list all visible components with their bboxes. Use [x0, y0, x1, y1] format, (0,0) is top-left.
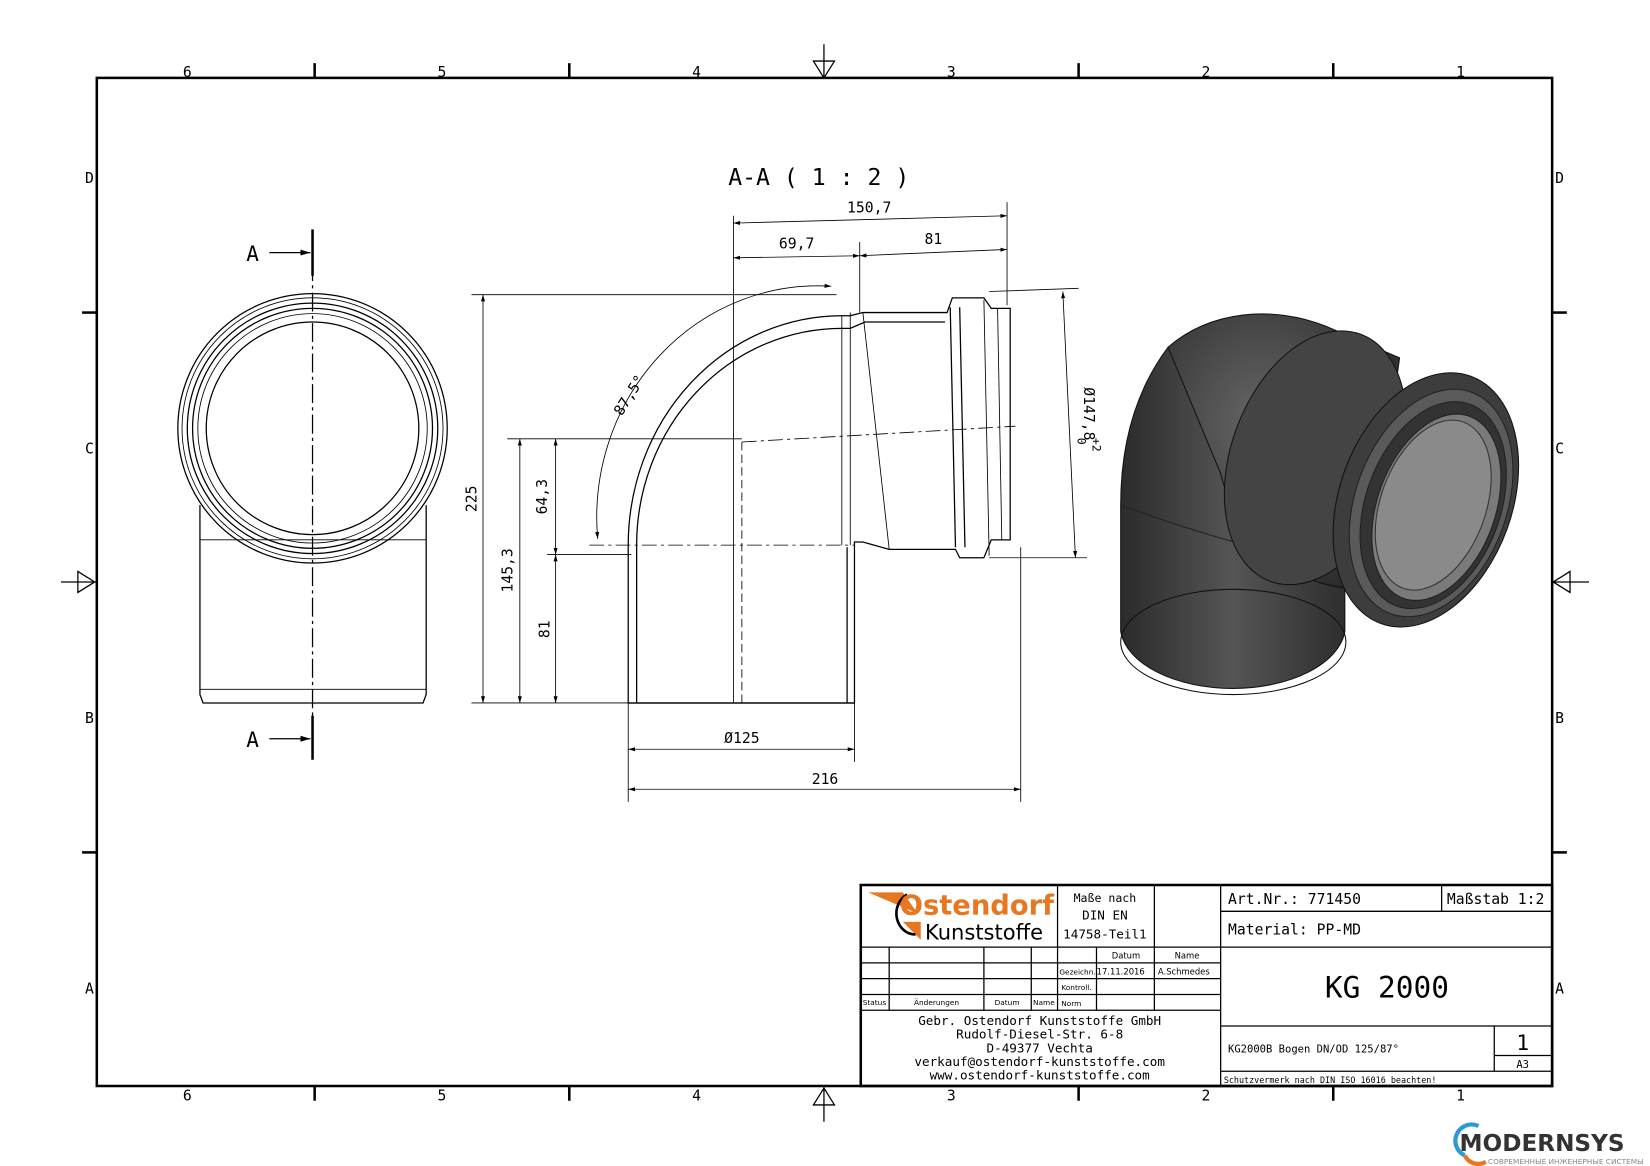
- row-label: A: [85, 980, 94, 997]
- standard-line3: 14758-Teil1: [1063, 927, 1147, 942]
- dim-angle: 87,5°: [611, 372, 649, 419]
- dim-total-length: 216: [812, 771, 839, 788]
- standard-line2: DIN EN: [1082, 908, 1128, 923]
- col-label: 1: [1456, 64, 1465, 81]
- address-line: Gebr. Ostendorf Kunststoffe GmbH: [918, 1013, 1161, 1028]
- col-label: 4: [692, 64, 701, 81]
- isometric-render: [1120, 313, 1520, 696]
- section-marker-top: A: [246, 241, 259, 266]
- row-label: C: [1555, 441, 1564, 458]
- col-label: 3: [947, 1088, 956, 1105]
- rev-date: Datum: [995, 998, 1020, 1007]
- dim-height-center: 145,3: [499, 548, 516, 592]
- sheet-number: 1: [1516, 1030, 1529, 1055]
- row-label: D: [85, 170, 94, 187]
- dim-diameter-spigot: Ø125: [724, 730, 759, 747]
- standard-line1: Maße nach: [1074, 891, 1137, 905]
- address-email: verkauf@ostendorf-kunststoffe.com: [914, 1054, 1165, 1069]
- centering-marks: [61, 44, 1589, 1122]
- dim-tolerance-upper: +2: [1089, 438, 1103, 452]
- col-label: 4: [692, 1088, 701, 1105]
- scale: Maßstab 1:2: [1447, 891, 1544, 908]
- product-description: KG2000B Bogen DN/OD 125/87°: [1228, 1043, 1399, 1055]
- dim-overall-width: 150,7: [847, 200, 891, 217]
- row-label: B: [85, 710, 94, 727]
- material: Material: PP-MD: [1228, 921, 1361, 938]
- section-marker-bottom: A: [246, 727, 259, 752]
- frame-ticks: [82, 63, 1567, 1101]
- address-website: www.ostendorf-kunststoffe.com: [930, 1068, 1150, 1083]
- col-label: 2: [1201, 64, 1210, 81]
- rev-changes: Änderungen: [914, 998, 959, 1007]
- col-label: 3: [947, 64, 956, 81]
- product-title: KG 2000: [1325, 971, 1449, 1005]
- svg-text:Kunststoffe: Kunststoffe: [925, 920, 1043, 945]
- address-line: D-49377 Vechta: [987, 1040, 1093, 1055]
- address-line: Rudolf-Diesel-Str. 6-8: [956, 1027, 1123, 1042]
- dim-left-width: 69,7: [779, 235, 814, 252]
- dim-tolerance-lower: 0: [1075, 438, 1089, 445]
- row-label: A: [1555, 980, 1564, 997]
- col-label: 5: [438, 1088, 447, 1105]
- row-gezeichnet: Gezeichn.: [1059, 967, 1095, 976]
- copyright-note: Schutzvermerk nach DIN ISO 16016 beachte…: [1224, 1075, 1437, 1085]
- drawn-date: 17.11.2016: [1097, 966, 1145, 976]
- col-label: 2: [1201, 1088, 1210, 1105]
- sheet-format: A3: [1516, 1059, 1529, 1071]
- svg-text:MODERNSYS: MODERNSYS: [1460, 1131, 1625, 1157]
- col-name: Name: [1175, 951, 1200, 961]
- col-label: 6: [183, 1088, 192, 1105]
- front-view: A A: [177, 229, 448, 760]
- dimensions: [471, 202, 1088, 802]
- rev-status: Status: [863, 998, 887, 1007]
- rev-name: Name: [1033, 998, 1055, 1007]
- col-label: 1: [1456, 1088, 1465, 1105]
- title-block: Ostendorf Kunststoffe Maße nach DIN EN 1…: [859, 883, 1554, 1088]
- row-label: B: [1555, 710, 1564, 727]
- row-kontroll: Kontroll.: [1061, 983, 1091, 992]
- modernsys-watermark: MODERNSYS СОВРЕМЕННЫЕ ИНЖЕНЕРНЫЕ СИСТЕМЫ: [1453, 1122, 1644, 1166]
- section-title: A-A ( 1 : 2 ): [728, 165, 909, 191]
- col-label: 5: [438, 64, 447, 81]
- col-label: 6: [183, 64, 192, 81]
- article-number: Art.Nr.: 771450: [1228, 891, 1361, 908]
- dim-height-lower: 81: [536, 620, 553, 638]
- dim-socket-width: 81: [925, 231, 943, 248]
- row-label: D: [1555, 170, 1564, 187]
- svg-text:Ostendorf: Ostendorf: [900, 890, 1055, 921]
- col-datum: Datum: [1112, 951, 1140, 961]
- dim-height-total: 225: [464, 486, 481, 513]
- row-norm: Norm: [1061, 999, 1081, 1008]
- drawn-by: A.Schmedes: [1158, 966, 1210, 976]
- dim-height-upper: 64,3: [534, 479, 551, 514]
- svg-text:СОВРЕМЕННЫЕ ИНЖЕНЕРНЫЕ СИСТЕМЫ: СОВРЕМЕННЫЕ ИНЖЕНЕРНЫЕ СИСТЕМЫ: [1488, 1157, 1644, 1166]
- company-logo: Ostendorf Kunststoffe: [868, 890, 1055, 945]
- dim-diameter-socket: Ø147,8: [1080, 387, 1097, 440]
- row-label: C: [85, 441, 94, 458]
